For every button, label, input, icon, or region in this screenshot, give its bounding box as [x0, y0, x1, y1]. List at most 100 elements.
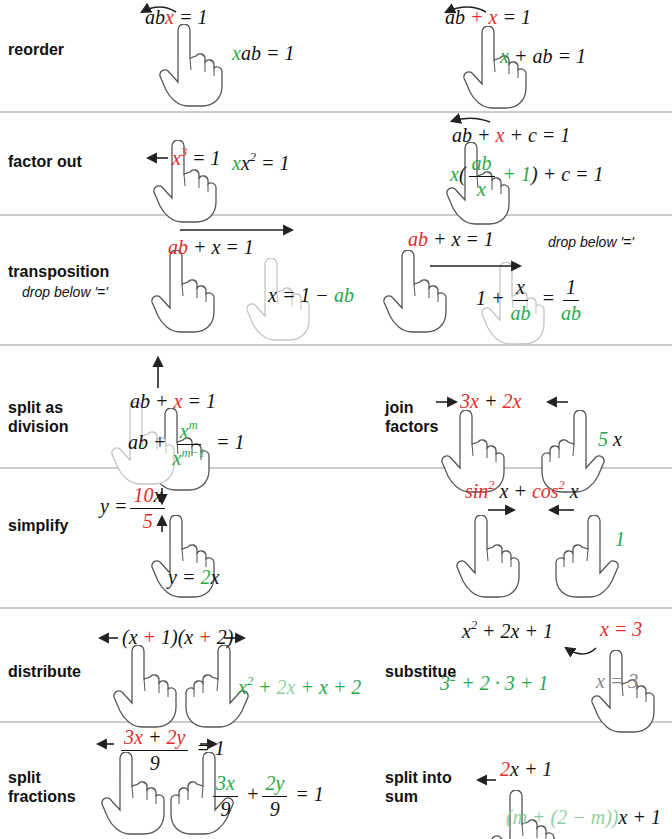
math-term: x +: [500, 480, 527, 502]
math-term: = 1: [187, 390, 216, 412]
gesture-name: join factors: [385, 398, 455, 436]
gesture-note: drop below '=': [22, 284, 108, 301]
math-term: cos: [532, 480, 559, 502]
math-expression: 32+ 2 · 3 + 1: [440, 670, 548, 695]
fraction: xmxm−1: [170, 418, 208, 470]
math-term: 2: [500, 758, 510, 780]
fraction: abx: [469, 152, 495, 201]
math-term: ab +: [452, 124, 491, 146]
math-term: 1 +: [476, 287, 505, 309]
math-expression: xab = 1: [232, 42, 294, 65]
math-term: x: [174, 390, 183, 412]
math-expression: xx2= 1: [232, 150, 289, 175]
math-term: ab: [445, 6, 465, 28]
math-term: = 1: [261, 152, 290, 174]
math-term: x: [232, 152, 241, 174]
math-expression: ab+x= 1: [445, 6, 531, 29]
math-expression: (m + (2 − m))x + 1: [506, 806, 661, 829]
math-term: x + 1: [619, 806, 661, 828]
math-term: +: [484, 390, 498, 412]
math-term: x: [450, 163, 459, 185]
math-term: 3: [181, 145, 187, 159]
math-term: 2x: [277, 676, 296, 698]
math-expression: x3= 1: [172, 145, 221, 170]
denominator: x: [474, 177, 489, 201]
fraction: 3x9: [213, 772, 238, 821]
math-term: (x: [122, 626, 138, 648]
math-expression: 2x + 1: [500, 758, 552, 781]
denominator: ab: [558, 301, 584, 325]
math-expression: abx= 1: [145, 6, 207, 29]
math-expression: sin2x +cos2x: [465, 478, 579, 503]
math-expression: 5x: [598, 428, 622, 451]
denominator: xm−1: [170, 445, 208, 471]
math-term: x = 1 −: [268, 284, 329, 306]
fraction: 3x+2y9: [121, 726, 188, 775]
math-term: m−1: [181, 446, 205, 460]
gesture-name: factor out: [8, 152, 82, 171]
faded-hand-icon: [112, 258, 544, 484]
gesture-arrow: [98, 7, 596, 780]
math-term: y =: [100, 495, 127, 517]
math-term: = 1: [196, 737, 225, 759]
math-term: ab: [408, 228, 428, 250]
math-term: = 1: [216, 431, 245, 453]
math-term: 2y: [166, 726, 185, 748]
math-term: x: [210, 566, 219, 588]
math-term: x = 3: [596, 670, 638, 692]
math-term: + c = 1: [543, 163, 604, 185]
math-term: x + 1: [510, 758, 552, 780]
math-term: +: [300, 676, 314, 698]
math-expression: 1: [615, 528, 625, 551]
gesture-name: split into sum: [385, 768, 465, 806]
math-term: + 2x + 1: [482, 620, 553, 642]
math-term: 1: [566, 276, 576, 298]
math-expression: 3x9+2y9= 1: [210, 772, 324, 821]
math-expression: (x+1)(x+2): [122, 626, 233, 649]
gesture-note: drop below '=': [548, 234, 634, 251]
math-term: x: [241, 152, 250, 174]
math-term: +: [198, 626, 212, 648]
math-term: 5: [143, 510, 153, 532]
math-term: 3x: [216, 772, 235, 794]
math-term: + x = 1: [433, 228, 494, 250]
math-term: x: [172, 147, 181, 169]
gesture-name: transposition: [8, 262, 109, 281]
math-term: 2: [471, 618, 477, 632]
denominator: 9: [217, 797, 233, 821]
math-term: x: [232, 42, 241, 64]
denominator: 5: [140, 509, 156, 533]
denominator: ab: [508, 301, 534, 325]
numerator: 1: [563, 276, 579, 301]
math-term: + x = 1: [193, 236, 254, 258]
math-expression: x2+2x+x+ 2: [238, 674, 361, 699]
math-term: + 2 · 3 + 1: [461, 672, 548, 694]
gesture-name: split as division: [8, 398, 88, 436]
math-term: +: [470, 6, 484, 28]
math-term: ab +: [128, 431, 167, 453]
math-term: 1)(x: [161, 626, 193, 648]
math-term: 2): [217, 626, 234, 648]
fraction: 1 ab: [558, 276, 584, 325]
math-term: 2: [559, 478, 565, 492]
math-expression: 1 +xab=1ab: [476, 276, 587, 325]
math-term: x: [238, 676, 247, 698]
math-term: +: [148, 726, 162, 748]
gesture-name: substitue: [385, 662, 456, 681]
math-expression: y =10x5: [100, 484, 168, 533]
math-term: x: [613, 428, 622, 450]
math-expression: x = 3: [596, 670, 638, 693]
math-expression: x2+ 2x + 1: [462, 618, 553, 643]
math-expression: ab +xmxm−1 = 1: [128, 418, 244, 470]
math-expression: ab+ x = 1: [408, 228, 494, 251]
math-term: sin: [465, 480, 488, 502]
math-term: +: [246, 783, 260, 805]
gesture-name: distribute: [8, 662, 81, 681]
numerator: 10x: [130, 484, 165, 509]
math-term: (m + (2 − m)): [506, 806, 619, 828]
math-term: ab: [511, 302, 531, 324]
math-term: x: [516, 276, 525, 298]
math-expression: y =2x: [168, 566, 219, 589]
math-term: ab +: [130, 390, 169, 412]
